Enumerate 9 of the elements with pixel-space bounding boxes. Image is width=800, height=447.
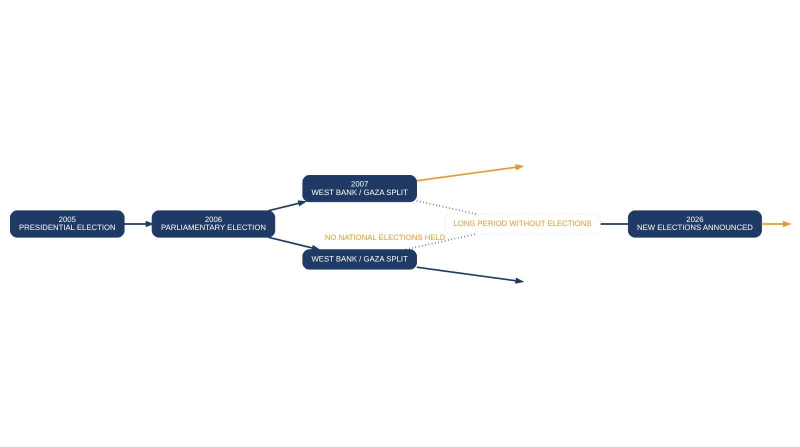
arrow: [416, 164, 524, 182]
connector: [600, 222, 628, 224]
arrow: [124, 220, 155, 227]
connector: [416, 200, 476, 214]
arrow: [268, 200, 308, 212]
connector: [406, 232, 476, 250]
arrow: [268, 236, 321, 250]
arrow: [762, 220, 792, 227]
arrow: [416, 266, 524, 284]
